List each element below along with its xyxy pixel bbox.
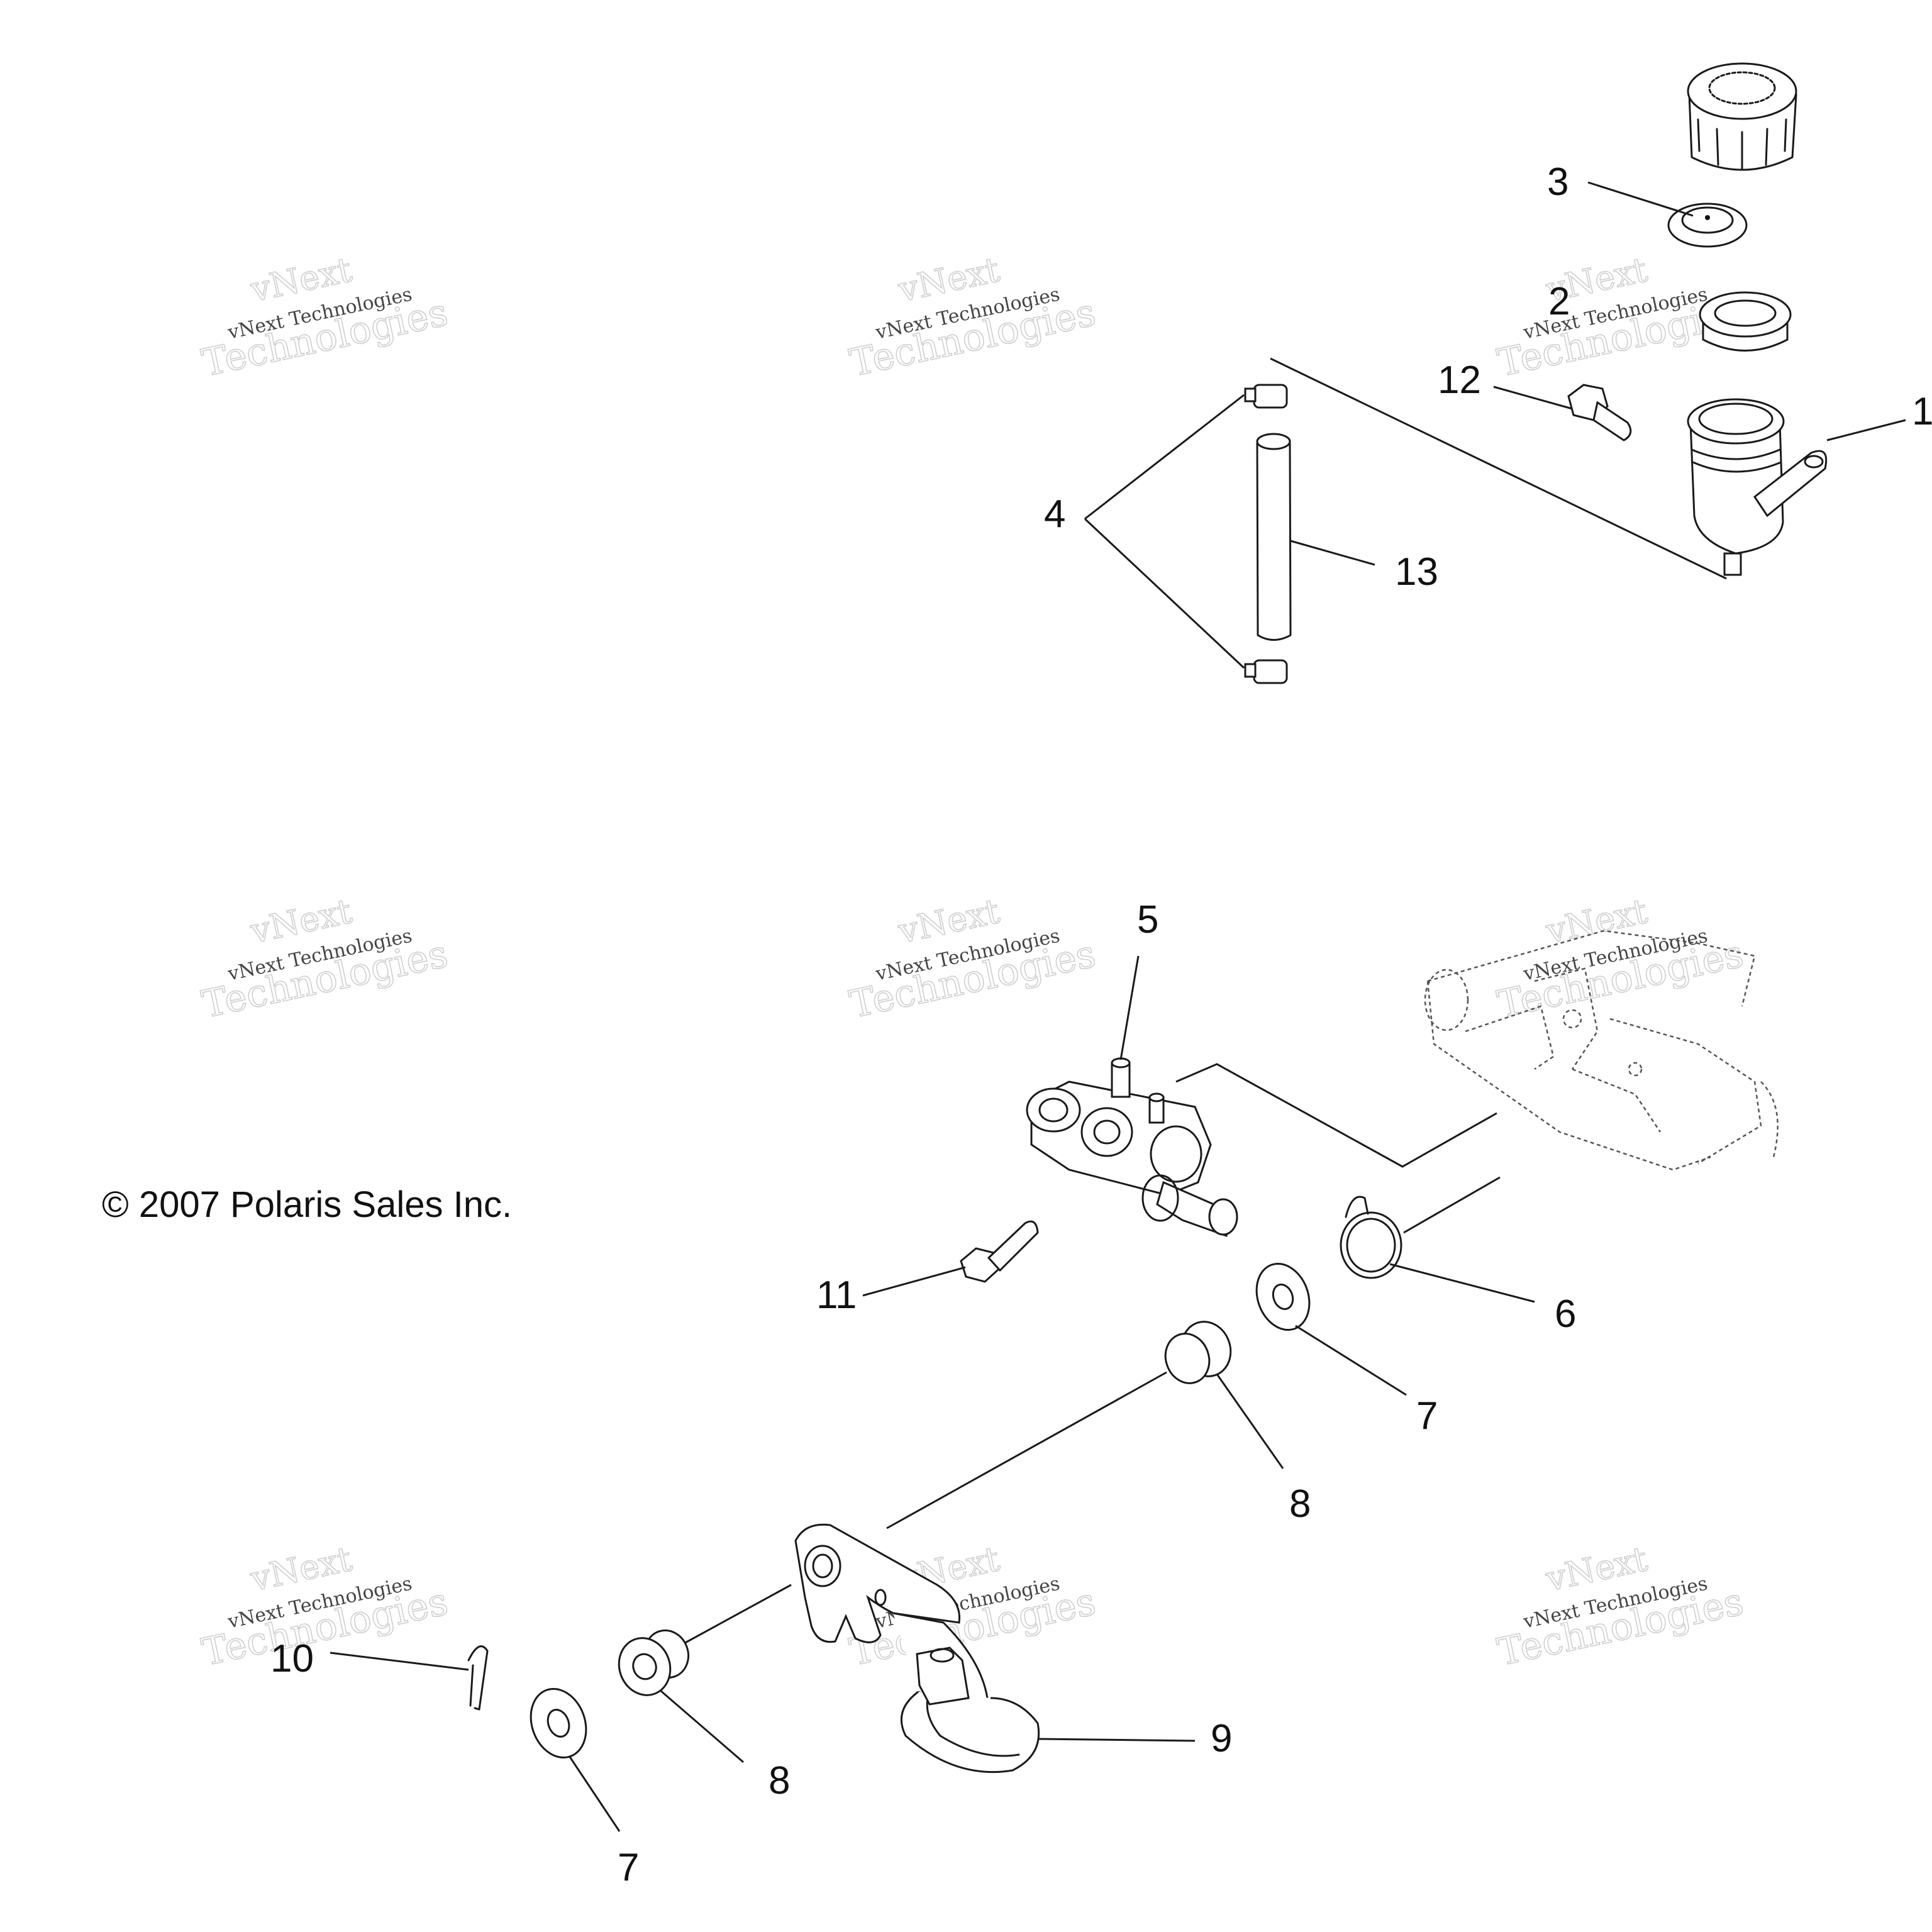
part-5-master-cylinder xyxy=(1026,1057,1238,1237)
watermark-1: vNext vNext Technologies Technologies xyxy=(197,249,452,386)
part-13-hose xyxy=(1256,433,1292,641)
copyright-text: © 2007 Polaris Sales Inc. xyxy=(102,1184,512,1225)
callout-4: 4 xyxy=(1044,492,1065,536)
callout-11: 11 xyxy=(816,1274,857,1317)
watermark-5: vNext vNext Technologies Technologies xyxy=(845,891,1100,1028)
leader-7a xyxy=(1295,1324,1407,1396)
part-11-bolt xyxy=(960,1220,1039,1283)
part-10-cotter-pin xyxy=(467,1645,489,1711)
leader-1 xyxy=(1826,419,1906,441)
part-7-washer-lower xyxy=(530,1687,587,1759)
watermark-9: vNext vNext Technologies Technologies xyxy=(1493,1538,1748,1675)
callout-10: 10 xyxy=(270,1637,314,1680)
leader-5 xyxy=(1119,955,1140,1060)
leader-3 xyxy=(1587,181,1694,217)
leader-10 xyxy=(330,1652,469,1671)
part-9-brake-pedal xyxy=(794,1523,1040,1774)
watermark-6: vNext vNext Technologies Technologies xyxy=(1493,891,1748,1028)
callout-12: 12 xyxy=(1438,358,1481,402)
callout-13: 13 xyxy=(1395,550,1438,594)
leader-4a xyxy=(1084,394,1245,520)
assembly-line-lower-2 xyxy=(675,1584,792,1649)
callout-2: 2 xyxy=(1548,280,1570,323)
assembly-line-top xyxy=(1270,357,1727,580)
assembly-line-lower-1 xyxy=(886,1371,1167,1530)
part-1-reservoir xyxy=(1687,398,1828,576)
leader-8a xyxy=(1216,1374,1284,1469)
part-2-seal xyxy=(1699,291,1792,352)
leader-11 xyxy=(862,1266,966,1297)
callout-5: 5 xyxy=(1137,898,1158,941)
part-12-bolt xyxy=(1567,384,1632,441)
assembly-line-mid xyxy=(1175,1063,1497,1168)
callout-7-lower: 7 xyxy=(618,1846,639,1889)
ghost-bracket xyxy=(1424,930,1779,1171)
part-8-bushing-upper xyxy=(1164,1321,1232,1384)
leader-9 xyxy=(1037,1738,1196,1742)
part-4-clamp-top xyxy=(1244,384,1288,409)
leader-6 xyxy=(1389,1263,1535,1303)
leader-4b xyxy=(1084,518,1245,669)
watermark-4: vNext vNext Technologies Technologies xyxy=(197,891,452,1028)
part-8-bushing-lower xyxy=(618,1629,689,1696)
callout-7-upper: 7 xyxy=(1416,1394,1438,1438)
leader-8b xyxy=(660,1689,744,1763)
callout-1: 1 xyxy=(1912,390,1932,433)
part-3-diaphragm xyxy=(1667,203,1748,248)
reservoir-cap xyxy=(1687,62,1797,171)
part-6-spring-clip xyxy=(1340,1196,1402,1279)
leader-13 xyxy=(1290,540,1375,566)
part-7-washer-upper xyxy=(1255,1262,1311,1331)
assembly-line-spring xyxy=(1403,1176,1501,1234)
watermark-2: vNext vNext Technologies Technologies xyxy=(845,249,1100,386)
callout-8-lower: 8 xyxy=(769,1759,790,1802)
leader-7b xyxy=(568,1755,621,1832)
callout-3: 3 xyxy=(1547,160,1568,204)
callout-8-upper: 8 xyxy=(1289,1482,1311,1526)
watermark-7: vNext vNext Technologies Technologies xyxy=(197,1538,452,1675)
callout-6: 6 xyxy=(1555,1292,1576,1336)
leader-12 xyxy=(1493,386,1573,410)
part-4-clamp-bottom xyxy=(1244,659,1288,684)
callout-9: 9 xyxy=(1211,1717,1232,1760)
